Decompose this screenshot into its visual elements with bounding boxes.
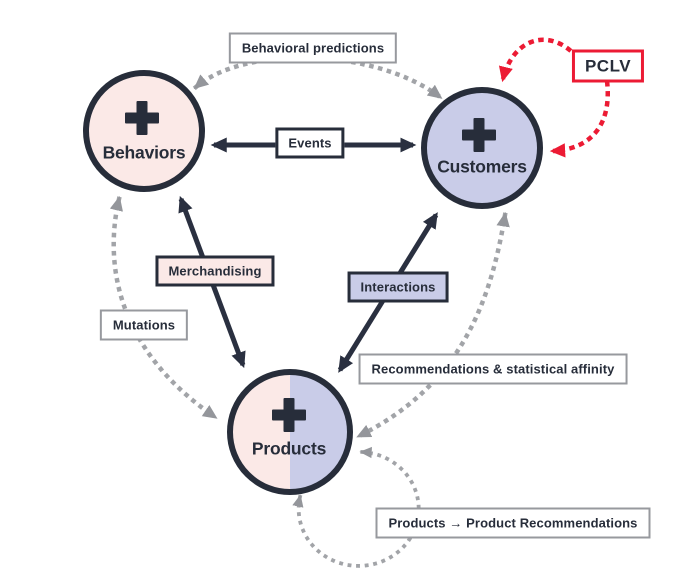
events-label: Events (275, 127, 345, 159)
mutations-label: Mutations (99, 309, 189, 341)
products-node-circle (227, 369, 353, 495)
products-loop-label: Products → Product Recommendations (375, 507, 651, 539)
recommendations-label: Recommendations & statistical affinity (358, 353, 628, 385)
products-plus-icon (272, 398, 306, 432)
behavioral-predictions-label: Behavioral predictions (228, 32, 398, 64)
products-self-loop-arrow (292, 446, 421, 568)
products-half-lavender (290, 372, 350, 492)
products-half-pink (230, 372, 290, 492)
pclv-arrow-top (498, 37, 580, 83)
interactions-label: Interactions (347, 271, 449, 303)
customers-plus-icon (462, 118, 496, 152)
recommendations-arrow (355, 211, 510, 440)
behavioral-predictions-arrow (192, 55, 444, 101)
customers-node-label: Customers (437, 156, 527, 177)
behaviors-plus-icon (125, 101, 159, 135)
pclv-label: PCLV (571, 49, 645, 83)
behaviors-node-label: Behaviors (102, 142, 186, 163)
merchandising-label: Merchandising (155, 255, 275, 287)
pclv-arrow-side (549, 80, 610, 158)
mutations-arrow (109, 196, 219, 421)
products-node-label: Products (251, 438, 327, 459)
